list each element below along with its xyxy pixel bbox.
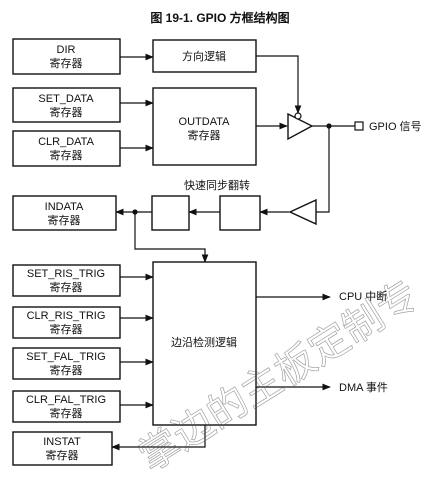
register-indata: INDATA 寄存器 (12, 195, 117, 231)
block-direction-logic: 方向逻辑 (152, 39, 257, 73)
register-set-data-sub: 寄存器 (50, 105, 83, 119)
register-instat: INSTAT 寄存器 (12, 431, 113, 466)
register-clr-ris-trig-name: CLR_RIS_TRIG (27, 310, 106, 322)
register-set-data-name: SET_DATA (38, 93, 94, 105)
register-clr-data: CLR_DATA 寄存器 (12, 130, 121, 167)
sync-flop-1 (151, 195, 190, 231)
figure-title: 图 19-1. GPIO 方框结构图 (150, 10, 289, 25)
block-outdata: OUTDATA 寄存器 (152, 87, 257, 166)
register-instat-name: INSTAT (43, 436, 81, 448)
register-clr-ris-trig-sub: 寄存器 (50, 322, 83, 336)
block-outdata-name: OUTDATA (179, 116, 231, 128)
register-indata-sub: 寄存器 (48, 213, 81, 227)
junction-dot-input (132, 209, 138, 215)
block-direction-logic-label: 方向逻辑 (182, 49, 226, 63)
input-buffer-icon (288, 198, 317, 226)
gpio-pad (354, 121, 364, 131)
fast-sync-label: 快速同步翻转 (184, 178, 250, 192)
dma-event-label: DMA 事件 (339, 381, 388, 394)
sync-flop-2 (219, 195, 261, 231)
output-buffer-icon (287, 112, 314, 141)
register-indata-name: INDATA (45, 201, 84, 213)
enable-bubble-icon (294, 112, 302, 120)
register-set-fal-trig-name: SET_FAL_TRIG (26, 351, 105, 363)
register-set-fal-trig: SET_FAL_TRIG 寄存器 (12, 347, 121, 380)
register-dir-sub: 寄存器 (50, 56, 83, 70)
register-set-ris-trig-name: SET_RIS_TRIG (27, 268, 105, 280)
register-set-ris-trig: SET_RIS_TRIG 寄存器 (12, 264, 121, 297)
cpu-interrupt-label: CPU 中断 (339, 289, 387, 303)
register-clr-data-name: CLR_DATA (38, 136, 94, 148)
register-clr-ris-trig: CLR_RIS_TRIG 寄存器 (12, 306, 121, 339)
block-edge-detect-logic: 边沿检测逻辑 (152, 261, 257, 426)
gpio-signal-label: GPIO 信号 (369, 120, 422, 133)
register-clr-data-sub: 寄存器 (50, 148, 83, 162)
register-clr-fal-trig-sub: 寄存器 (50, 406, 83, 420)
block-outdata-sub: 寄存器 (188, 128, 221, 142)
register-clr-fal-trig-name: CLR_FAL_TRIG (26, 394, 106, 406)
junction-dot-output (326, 123, 332, 129)
register-dir: DIR 寄存器 (12, 38, 121, 75)
block-edge-detect-logic-label: 边沿检测逻辑 (171, 335, 237, 349)
register-set-ris-trig-sub: 寄存器 (50, 280, 83, 294)
register-set-data: SET_DATA 寄存器 (12, 87, 121, 123)
register-dir-name: DIR (57, 44, 76, 56)
register-clr-fal-trig: CLR_FAL_TRIG 寄存器 (12, 390, 121, 423)
register-instat-sub: 寄存器 (46, 448, 79, 462)
register-set-fal-trig-sub: 寄存器 (50, 363, 83, 377)
